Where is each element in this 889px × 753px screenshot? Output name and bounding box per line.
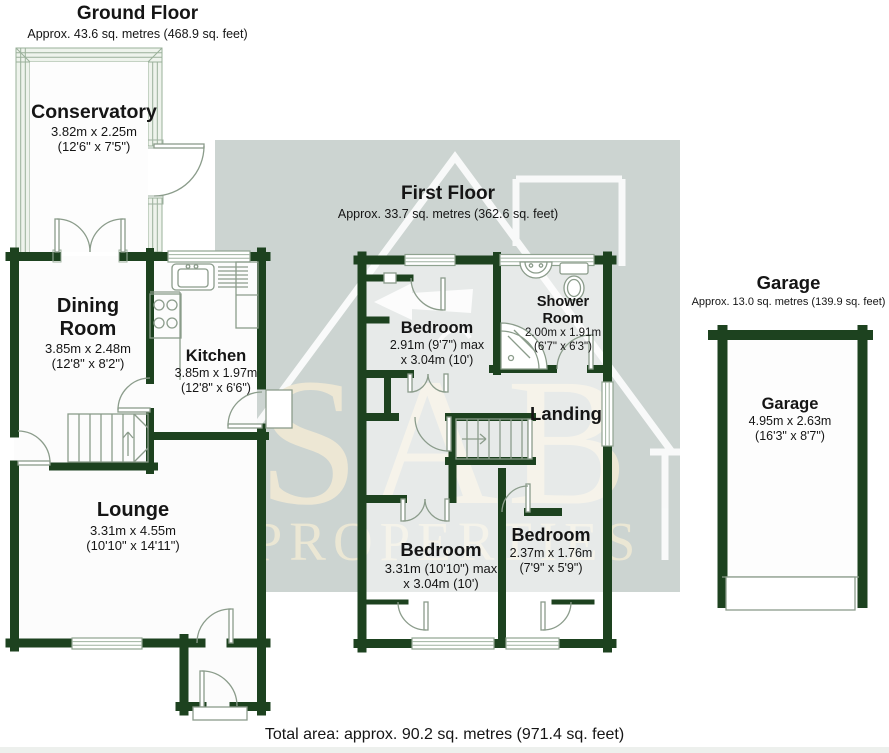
- first-floor-walls: [353, 251, 617, 653]
- side-door-step: [265, 389, 293, 429]
- label-landing: Landing: [530, 403, 602, 424]
- ground-floor-interior: [14, 256, 257, 647]
- kitchen-counter: [150, 261, 259, 380]
- ground-floor-windows: [71, 250, 251, 650]
- front-door-step: [192, 706, 248, 721]
- first-floor-windows: [383, 253, 614, 650]
- garage-walls: [708, 325, 873, 608]
- drainer-icon: [218, 266, 248, 288]
- toilet-icon: [559, 262, 589, 301]
- total-area-footer: Total area: approx. 90.2 sq. metres (971…: [264, 726, 625, 743]
- shower-enclosure-icon: [500, 322, 548, 370]
- label-garage-room: Garage 4.95m x 2.63m (16'3" x 8'7"): [748, 395, 832, 444]
- garage-interior: [722, 339, 859, 600]
- first-floor-plan: [353, 251, 617, 653]
- hob-icon: [149, 293, 182, 339]
- bottom-edge-strip: [0, 747, 889, 753]
- kitchen-sink-icon: [171, 263, 215, 291]
- garage-door-icon: [722, 576, 859, 611]
- first-floor-area: Approx. 33.7 sq. metres (362.6 sq. feet): [337, 207, 559, 222]
- label-dining-room: Dining Room 3.85m x 2.48m (12'8" x 8'2"): [45, 295, 131, 372]
- stairs-icon: [67, 413, 149, 463]
- first-floor-doors: [397, 277, 594, 631]
- label-bedroom-top: Bedroom 2.91m (9'7") max x 3.04m (10'): [389, 319, 485, 368]
- ground-floor-plan: [5, 47, 293, 721]
- ground-floor-header: Ground Floor Approx. 43.6 sq. metres (46…: [10, 3, 265, 42]
- label-bedroom-right: Bedroom 2.37m x 1.76m (7'9" x 5'9"): [509, 525, 593, 575]
- first-floor-stairs-icon: [455, 418, 533, 460]
- first-floor-interior: [362, 260, 608, 644]
- garage-header: Garage Approx. 13.0 sq. metres (139.9 sq…: [688, 272, 889, 309]
- ground-floor-walls: [5, 247, 271, 716]
- label-shower-room: Shower Room 2.00m x 1.91m (6'7" x 6'3"): [524, 294, 602, 353]
- ground-floor-doors: [17, 143, 293, 721]
- garage-plan: [708, 325, 873, 611]
- ground-floor-title: Ground Floor: [76, 3, 199, 24]
- label-lounge: Lounge 3.31m x 4.55m (10'10" x 14'11"): [86, 499, 180, 553]
- first-floor-title: First Floor: [401, 183, 495, 204]
- washbasin-icon: [519, 261, 553, 279]
- conservatory-floor: [30, 62, 148, 252]
- label-bedroom-left: Bedroom 3.31m (10'10") max x 3.04m (10'): [384, 539, 498, 592]
- first-floor-header: First Floor Approx. 33.7 sq. metres (362…: [317, 183, 579, 222]
- stair-railing: [527, 418, 533, 460]
- garage-title: Garage: [756, 272, 821, 293]
- garage-area: Approx. 13.0 sq. metres (139.9 sq. feet): [691, 295, 886, 308]
- label-conservatory: Conservatory 3.82m x 2.25m (12'6" x 7'5"…: [31, 101, 157, 155]
- ground-floor-area: Approx. 43.6 sq. metres (468.9 sq. feet): [27, 27, 248, 42]
- label-kitchen: Kitchen 3.85m x 1.97m (12'8" x 6'6"): [174, 347, 258, 396]
